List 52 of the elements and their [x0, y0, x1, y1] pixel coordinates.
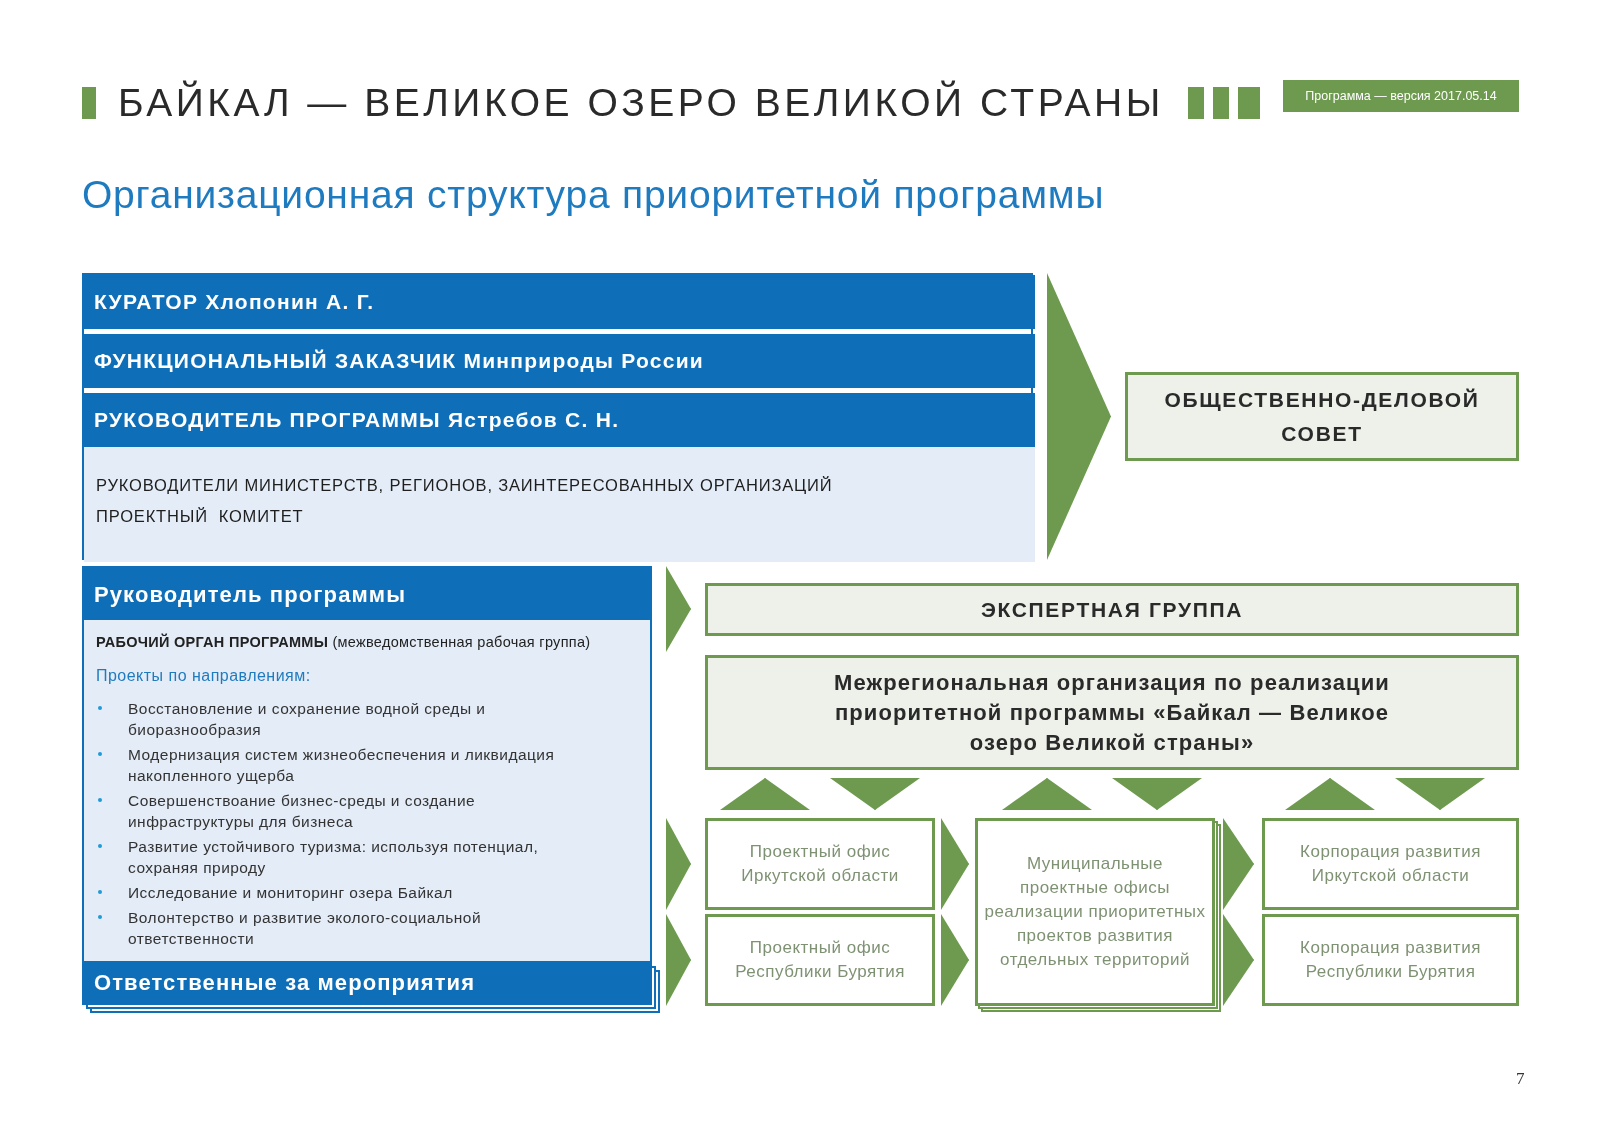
version-tag: Программа — версия 2017.05.14 — [1283, 80, 1519, 112]
box-text: Муниципальные проектные офисы реализации приоритетных проектов развития отдельных территорий — [984, 853, 1206, 971]
page-number: 7 — [1516, 1068, 1525, 1090]
box-text: Межрегиональная организация по реализации приоритетной программы «Байкал — Великое озеро Великой страны» — [833, 668, 1391, 757]
chevron-arrow — [665, 914, 692, 1006]
office-box — [975, 818, 1215, 1006]
project-item-text: Восстановление и сохранение водной среды и биоразнообразия — [128, 698, 487, 740]
project-item-text: Волонтерство и развитие эколого-социальной ответственности — [128, 907, 482, 949]
chevron-arrow — [830, 777, 920, 811]
header-bar: Руководитель программы — [84, 568, 650, 620]
chevron-arrow — [1222, 818, 1255, 910]
working-body-text: РАБОЧИЙ ОРГАН ПРОГРАММЫ (межведомственная рабочая группа) — [96, 632, 592, 652]
chevron-arrow — [720, 777, 810, 811]
box-text: Проектный офис Республики Бурятия — [734, 937, 906, 983]
project-item-text: Развитие устойчивого туризма: используя потенциал, сохраняя природу — [128, 836, 540, 878]
chevron-arrow — [665, 818, 692, 910]
chevron-arrow — [1395, 777, 1485, 811]
org-box — [705, 583, 1519, 636]
box-text: ЭКСПЕРТНАЯ ГРУППА — [979, 596, 1245, 623]
box-text: Проектный офис Иркутской области — [740, 841, 900, 887]
chevron-arrow — [940, 914, 970, 1006]
panel — [82, 273, 1033, 560]
chevron-arrow — [1002, 777, 1092, 811]
page-subtitle: Организационная структура приоритетной программы — [82, 172, 1105, 218]
project-item-text: Исследование и мониторинг озера Байкал — [128, 882, 453, 903]
project-item-text: Совершенствоание бизнес-среды и создание инфраструктуры для бизнеса — [128, 790, 477, 832]
box-text: Корпорация развития Иркутской области — [1299, 841, 1482, 887]
box-text: ОБЩЕСТВЕННО-ДЕЛОВОЙ СОВЕТ — [1163, 386, 1481, 447]
section-heading: Проекты по направлениям: — [96, 665, 312, 686]
chevron-arrow — [1285, 777, 1375, 811]
footer-bar: Ответственные за мероприятия — [84, 961, 650, 1003]
office-box — [1262, 818, 1519, 910]
chevron-arrow — [1046, 273, 1112, 560]
project-item-text: Модернизация систем жизнеобеспечения и ликвидация накопленного ущерба — [128, 744, 556, 786]
header-bar: ФУНКЦИОНАЛЬНЫЙ ЗАКАЗЧИК Минприроды России — [84, 334, 1035, 388]
committee-section — [84, 393, 1035, 562]
office-box — [705, 818, 935, 910]
org-box — [705, 655, 1519, 770]
office-box — [1262, 914, 1519, 1006]
org-box — [1125, 372, 1519, 461]
program-panel — [82, 566, 652, 1005]
committee-text: ПРОЕКТНЫЙ КОМИТЕТ — [96, 505, 305, 527]
chevron-arrow — [1222, 914, 1255, 1006]
box-text: Корпорация развития Республики Бурятия — [1299, 937, 1482, 983]
office-box — [705, 914, 935, 1006]
chevron-arrow — [665, 566, 692, 652]
chevron-arrow — [1112, 777, 1202, 811]
header-bar: КУРАТОР Хлопонин А. Г. — [84, 275, 1035, 329]
header-bar: РУКОВОДИТЕЛЬ ПРОГРАММЫ Ястребов С. Н. — [84, 393, 1035, 447]
committee-text: РУКОВОДИТЕЛИ МИНИСТЕРСТВ, РЕГИОНОВ, ЗАИНТЕРЕСОВАННЫХ ОРГАНИЗАЦИЙ — [96, 475, 834, 496]
page-title: БАЙКАЛ — ВЕЛИКОЕ ОЗЕРО ВЕЛИКОЙ СТРАНЫ — [118, 79, 1164, 126]
chevron-arrow — [940, 818, 970, 910]
